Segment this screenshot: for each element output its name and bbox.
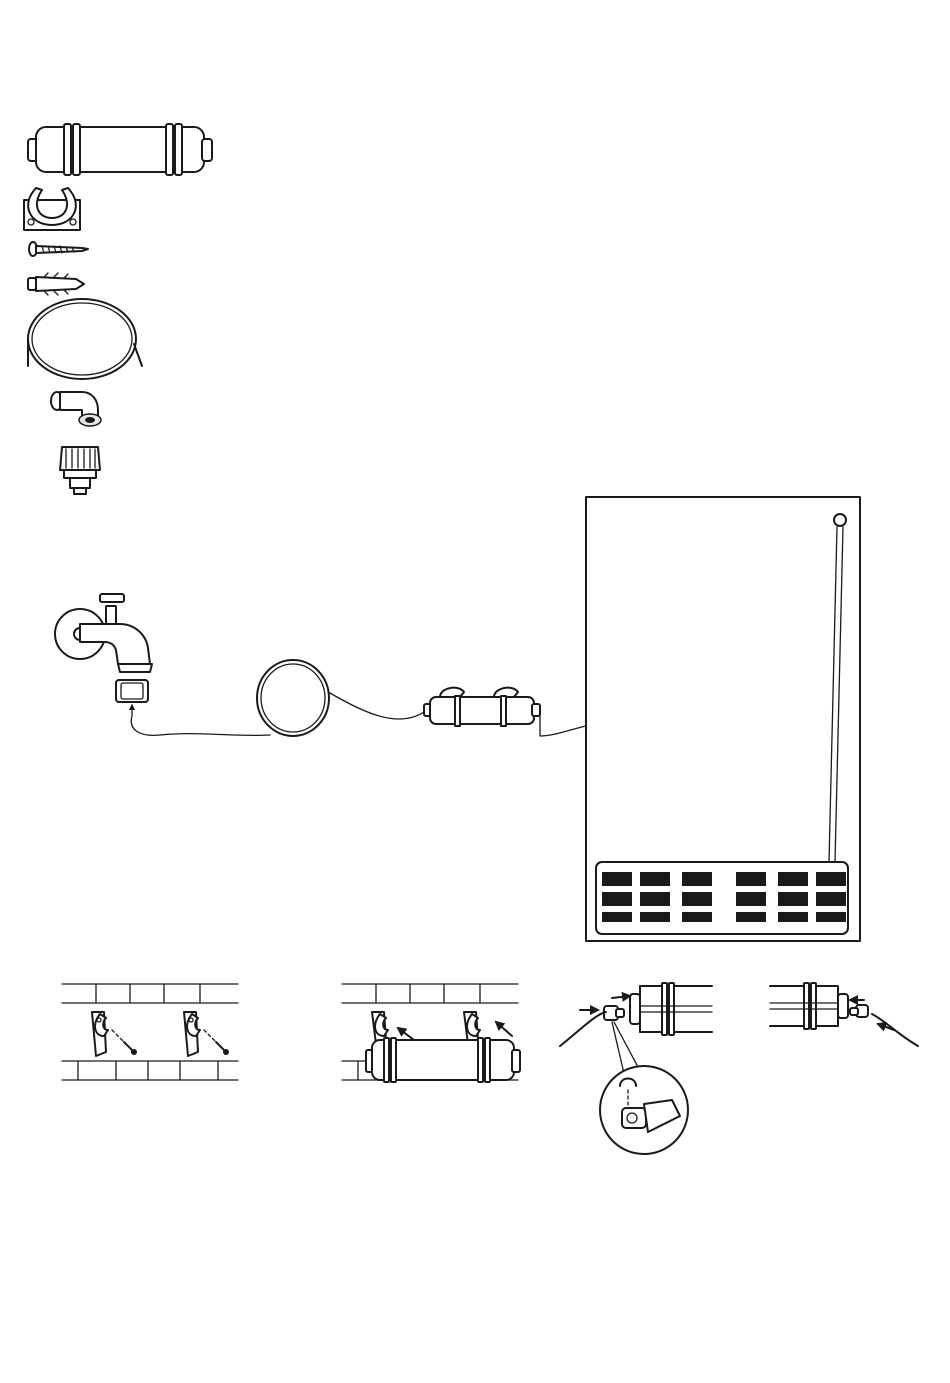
screw-icon — [204, 1030, 229, 1055]
overview-installation — [55, 497, 860, 941]
screw-icon — [29, 242, 88, 256]
elbow-connector-icon — [51, 392, 101, 426]
filter-cartridge-icon — [366, 1038, 520, 1082]
filter-cartridge-icon — [770, 983, 848, 1029]
elbow-connector-icon — [604, 1006, 624, 1020]
step-mount-clips — [62, 984, 238, 1080]
tap-adapter-icon — [60, 447, 100, 494]
elbow-connector-icon — [850, 1005, 868, 1017]
wall-plug-icon — [28, 273, 84, 295]
tap-adapter-icon — [116, 680, 148, 715]
tube-end — [560, 1012, 606, 1046]
tubing-coil-icon — [257, 660, 424, 736]
supply-tube — [131, 716, 270, 735]
filter-cartridge-icon — [28, 124, 212, 175]
step-connect-inlet — [560, 983, 712, 1154]
push-arrow-icon — [612, 996, 630, 998]
step-attach-cartridge — [342, 984, 520, 1082]
detail-magnifier — [600, 1066, 688, 1154]
screw-icon — [112, 1030, 137, 1055]
filter-cartridge-icon — [630, 983, 712, 1035]
mounting-clip-icon — [184, 1012, 200, 1056]
refrigerator-icon — [586, 497, 860, 941]
step-connect-outlet — [770, 983, 918, 1046]
push-arrow-icon — [496, 1022, 512, 1036]
push-arrow-icon — [398, 1028, 414, 1040]
mounting-clip-icon — [24, 188, 80, 230]
tap-icon — [55, 594, 152, 672]
mounting-clip-icon — [92, 1012, 108, 1056]
filter-cartridge-icon — [424, 688, 540, 726]
tubing-coil-icon — [28, 299, 142, 379]
parts-list — [24, 124, 212, 494]
